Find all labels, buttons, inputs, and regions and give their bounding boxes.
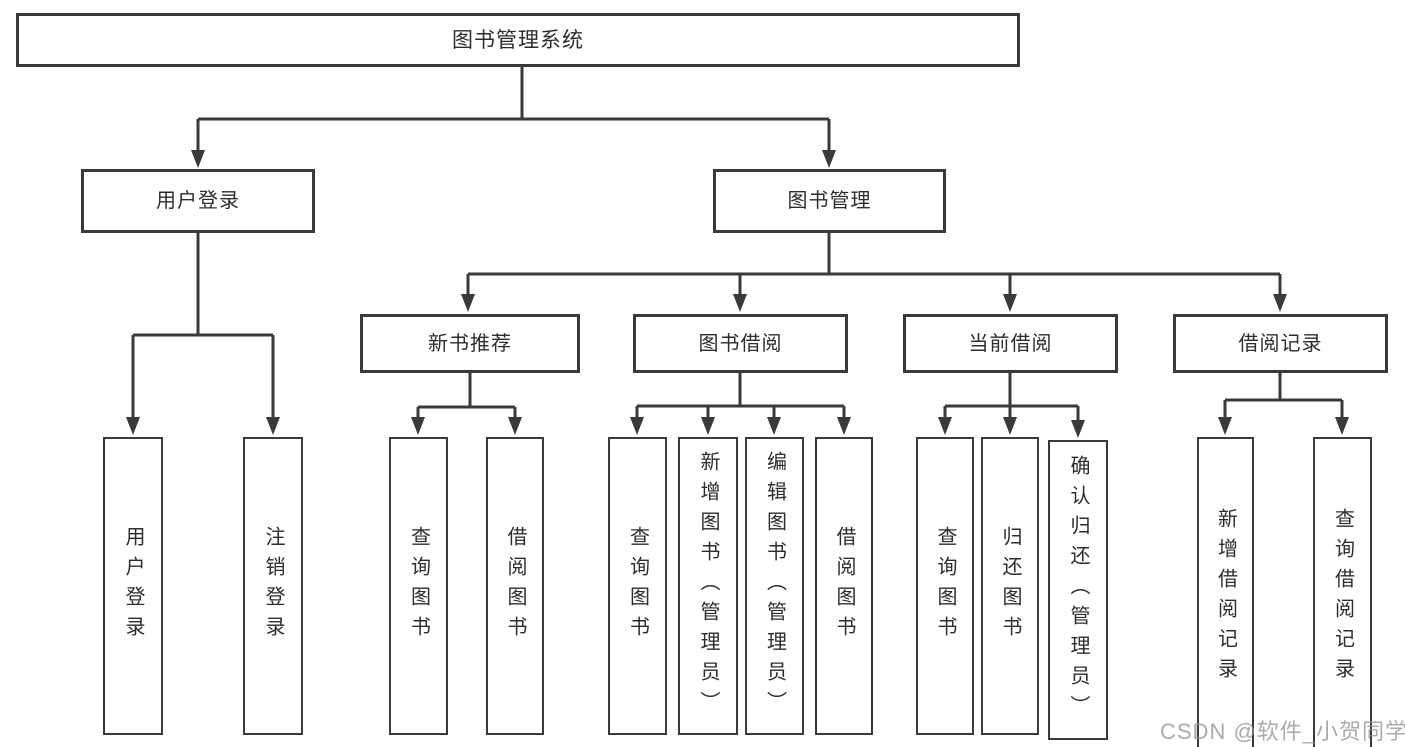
node-leaf-add-borrow-record-label: 新增借阅记录 bbox=[1214, 507, 1237, 688]
node-leaf-logout: 注销登录 bbox=[243, 437, 303, 735]
node-book-management: 图书管理 bbox=[713, 169, 946, 233]
node-leaf-add-books-admin: 新增图书（管理员） bbox=[678, 437, 738, 735]
node-new-book-recommend-label: 新书推荐 bbox=[428, 332, 512, 355]
node-leaf-borrow-books-2-label: 借阅图书 bbox=[833, 526, 855, 646]
node-leaf-borrow-books-1: 借阅图书 bbox=[486, 437, 544, 735]
node-root-system-label: 图书管理系统 bbox=[452, 28, 584, 52]
node-current-borrowing-label: 当前借阅 bbox=[968, 332, 1053, 355]
node-leaf-confirm-return-admin: 确认归还（管理员） bbox=[1048, 440, 1108, 740]
node-leaf-user-login: 用户登录 bbox=[103, 437, 163, 735]
node-borrow-records: 借阅记录 bbox=[1173, 314, 1388, 373]
node-leaf-query-books-2: 查询图书 bbox=[608, 437, 667, 735]
node-book-borrowing-label: 图书借阅 bbox=[698, 332, 783, 355]
node-leaf-logout-label: 注销登录 bbox=[262, 526, 284, 646]
node-leaf-return-books: 归还图书 bbox=[981, 437, 1039, 735]
node-leaf-add-books-admin-label: 新增图书（管理员） bbox=[697, 451, 719, 721]
node-leaf-edit-books-admin: 编辑图书（管理员） bbox=[745, 437, 804, 735]
node-current-borrowing: 当前借阅 bbox=[903, 314, 1118, 373]
node-leaf-query-borrow-record-label: 查询借阅记录 bbox=[1331, 507, 1354, 688]
node-user-login: 用户登录 bbox=[81, 169, 315, 233]
node-leaf-query-books-1: 查询图书 bbox=[389, 437, 448, 735]
csdn-watermark: CSDN @软件_小贺同学 bbox=[1160, 719, 1405, 744]
node-leaf-borrow-books-2: 借阅图书 bbox=[815, 437, 873, 735]
node-leaf-query-books-1-label: 查询图书 bbox=[407, 526, 430, 646]
node-leaf-query-borrow-record: 查询借阅记录 bbox=[1313, 437, 1372, 747]
node-leaf-query-books-2-label: 查询图书 bbox=[626, 526, 649, 646]
node-borrow-records-label: 借阅记录 bbox=[1238, 332, 1323, 355]
node-leaf-query-books-3: 查询图书 bbox=[916, 437, 974, 735]
node-leaf-add-borrow-record: 新增借阅记录 bbox=[1197, 437, 1254, 747]
node-leaf-user-login-label: 用户登录 bbox=[122, 526, 144, 646]
node-book-management-label: 图书管理 bbox=[787, 190, 872, 212]
arrowheads bbox=[126, 150, 1349, 438]
node-user-login-label: 用户登录 bbox=[156, 190, 240, 212]
node-book-borrowing: 图书借阅 bbox=[633, 314, 848, 373]
node-leaf-borrow-books-1-label: 借阅图书 bbox=[504, 526, 526, 646]
node-root-system: 图书管理系统 bbox=[16, 13, 1020, 67]
node-leaf-confirm-return-admin-label: 确认归还（管理员） bbox=[1067, 455, 1089, 725]
node-leaf-edit-books-admin-label: 编辑图书（管理员） bbox=[763, 451, 786, 721]
node-new-book-recommend: 新书推荐 bbox=[360, 314, 580, 373]
node-leaf-query-books-3-label: 查询图书 bbox=[934, 526, 956, 646]
node-leaf-return-books-label: 归还图书 bbox=[999, 526, 1021, 646]
